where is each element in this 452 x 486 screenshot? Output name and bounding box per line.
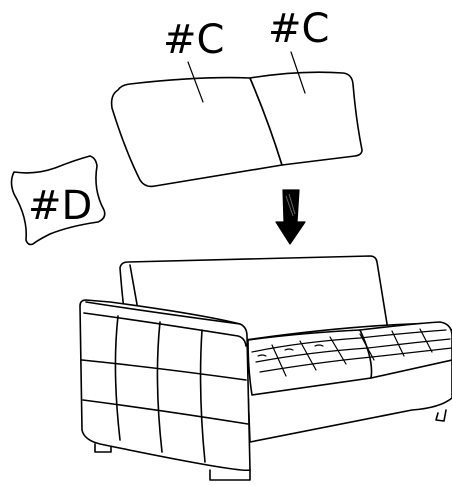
leader-line-right <box>290 51 306 94</box>
leader-line-left <box>187 61 204 103</box>
throw-pillow <box>10 155 106 246</box>
sofa-leg-front <box>209 469 251 481</box>
sofa <box>79 255 452 481</box>
sofa-leg-back <box>94 443 112 453</box>
cushion-left-label: #C <box>163 17 224 63</box>
back-cushion-right <box>249 71 363 166</box>
cushion-right-label: #C <box>268 6 329 52</box>
pillow-label: #D <box>28 183 92 229</box>
sofa-arm <box>79 299 251 472</box>
down-arrow-icon <box>275 189 306 245</box>
